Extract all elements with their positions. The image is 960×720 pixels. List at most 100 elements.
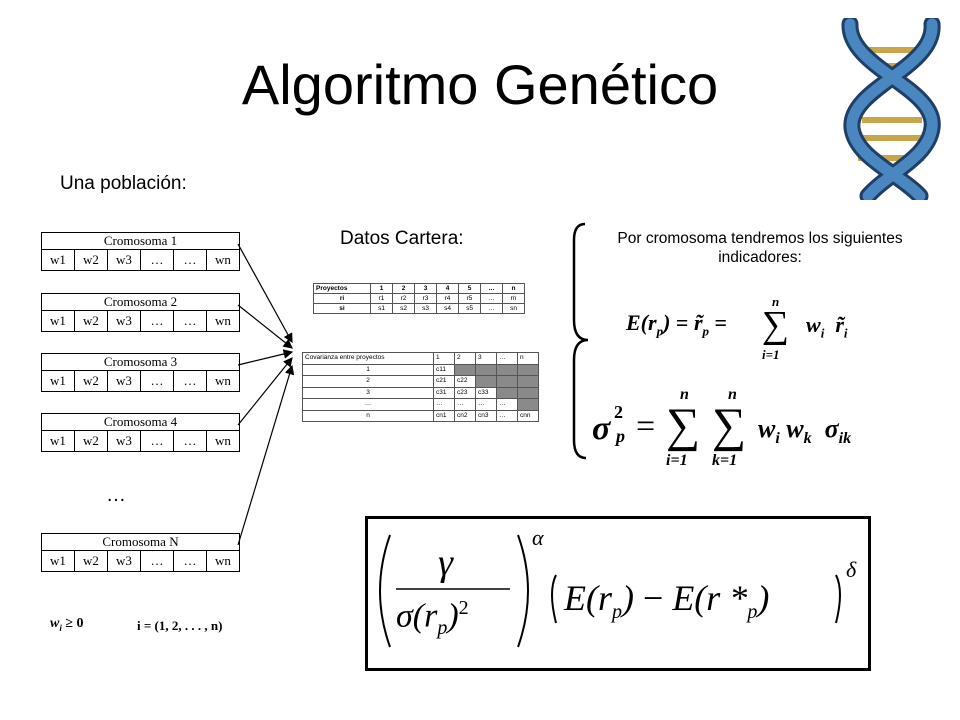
objective-function-box: γ σ(rp)2 α E(rp) − E(r *p) δ <box>365 516 871 671</box>
gene-cell: … <box>174 250 207 270</box>
r-tilde-sub: p <box>702 323 710 339</box>
objective-parentheses <box>379 534 841 648</box>
gene-cell: w2 <box>75 551 108 571</box>
table-cell: cnn <box>517 409 539 422</box>
expected-rstar-sub: p <box>747 601 758 624</box>
gene-cell: wn <box>215 313 231 328</box>
dna-icon <box>841 18 941 200</box>
expected-rp-sub: p <box>612 601 622 624</box>
gene-cell: … <box>141 311 174 331</box>
gene-cell: … <box>174 431 207 451</box>
table-cell: c31 <box>433 386 455 399</box>
r-tilde-sub: i <box>843 325 848 341</box>
header-cell: … <box>480 283 503 294</box>
minus-sign: − <box>643 578 664 618</box>
page-title: Algoritmo Genético <box>241 53 719 116</box>
expected-rstar: E(r * <box>672 578 748 618</box>
table-header-row: Covarianza entre proyectos 1 2 3 … n <box>302 352 539 365</box>
table-cell: rn <box>502 293 525 304</box>
sigma-symbol: σ <box>592 410 611 447</box>
table-cell: c33 <box>475 386 497 399</box>
gene-cell: w3 <box>108 250 141 270</box>
table-cell: si <box>313 303 371 314</box>
gene-cell: w1 <box>42 250 75 270</box>
sum-upper: n <box>680 386 689 403</box>
table-row: si s1 s2 s3 s4 s5 … sn <box>313 303 525 314</box>
gene-cell: wn <box>215 553 231 568</box>
table-cell: s1 <box>370 303 393 314</box>
header-cell: n <box>517 352 539 365</box>
gene-cell: w1 <box>42 431 75 451</box>
chromosome-cells: w1 w2 w3 … … wn <box>42 551 239 571</box>
expected-lhs: E(r <box>626 310 657 335</box>
index-range: i = (1, 2, . . . , n) <box>137 618 223 633</box>
table-cell <box>496 375 518 388</box>
table-cell: … <box>475 398 497 411</box>
chromosome-title: Cromosoma 2 <box>42 294 239 311</box>
chromosome-cells: w1 w2 w3 … … wn <box>42 431 239 451</box>
gene-cell: wn <box>215 252 231 267</box>
sum-upper: n <box>772 294 780 309</box>
table-cell: r5 <box>458 293 481 304</box>
table-cell <box>475 375 497 388</box>
header-cell: 3 <box>475 352 497 365</box>
chromosome-2: Cromosoma 2 w1 w2 w3 … … wn <box>41 293 240 332</box>
header-cell: Covarianza entre proyectos <box>302 352 434 365</box>
table-cell: 1 <box>302 363 434 376</box>
chromosome-cells: w1 w2 w3 … … wn <box>42 250 239 270</box>
brace <box>572 222 589 460</box>
header-cell: 1 <box>433 352 455 365</box>
table-cell <box>496 363 518 376</box>
gene-cell: w3 <box>108 311 141 331</box>
r-tilde: r̃ <box>693 310 703 335</box>
gene-cell: w1 <box>42 551 75 571</box>
gene-cell: w2 <box>75 371 108 391</box>
table-cell <box>517 398 539 411</box>
sum-symbol: ∑ <box>762 304 790 346</box>
gene-cell: … <box>141 250 174 270</box>
weight-subscript: i <box>59 622 62 633</box>
datos-cartera-label: Datos Cartera: <box>340 228 464 249</box>
table-cell <box>517 363 539 376</box>
gene-cell: w1 <box>42 371 75 391</box>
table-cell: n <box>302 409 434 422</box>
table-cell: … <box>302 398 434 411</box>
gene-cell: … <box>174 371 207 391</box>
chromosome-title: Cromosoma 1 <box>42 233 239 250</box>
equals-sign: = <box>714 310 728 335</box>
sigma-rp-close: ) <box>447 597 459 635</box>
table-cell: s3 <box>414 303 437 314</box>
weight-i: w <box>758 414 776 443</box>
table-cell: sn <box>502 303 525 314</box>
expected-rstar-close: ) <box>757 578 770 618</box>
header-cell: 2 <box>454 352 476 365</box>
header-cell: Proyectos <box>313 283 371 294</box>
equals-sign: = <box>675 310 689 335</box>
chromosome-title: Cromosoma N <box>42 534 239 551</box>
chromosome-cells: w1 w2 w3 … … wn <box>42 371 239 391</box>
table-cell: … <box>454 398 476 411</box>
gene-cell: … <box>141 371 174 391</box>
table-cell: r1 <box>370 293 393 304</box>
header-cell: … <box>496 352 518 365</box>
gene-cell: w2 <box>75 311 108 331</box>
table-cell: r4 <box>436 293 459 304</box>
weight-k-sub: k <box>803 430 812 448</box>
weight-symbol: w <box>806 312 821 337</box>
table-cell: c11 <box>433 363 455 376</box>
table-row: n cn1 cn2 cn3 … cnn <box>302 409 539 422</box>
variance-formula: σ 2 p = n ∑ i=1 n ∑ k=1 wi wk σik <box>592 386 892 476</box>
table-cell: s4 <box>436 303 459 314</box>
relation: ≥ 0 <box>65 616 84 631</box>
covarianza-table: Covarianza entre proyectos 1 2 3 … n 1 c… <box>302 352 539 422</box>
table-cell: … <box>480 293 503 304</box>
sigma-subscript: p <box>616 426 625 446</box>
gene-cell: … <box>141 551 174 571</box>
header-cell: 3 <box>414 283 437 294</box>
expected-return-formula: E(rp) = r̃p = n ∑ i=1 wi r̃i <box>626 292 876 367</box>
alpha-exponent: α <box>532 525 544 550</box>
gamma-symbol: γ <box>438 542 453 584</box>
table-row: 3 c31 c23 c33 <box>302 386 539 399</box>
gene-cell: wn <box>215 373 231 388</box>
